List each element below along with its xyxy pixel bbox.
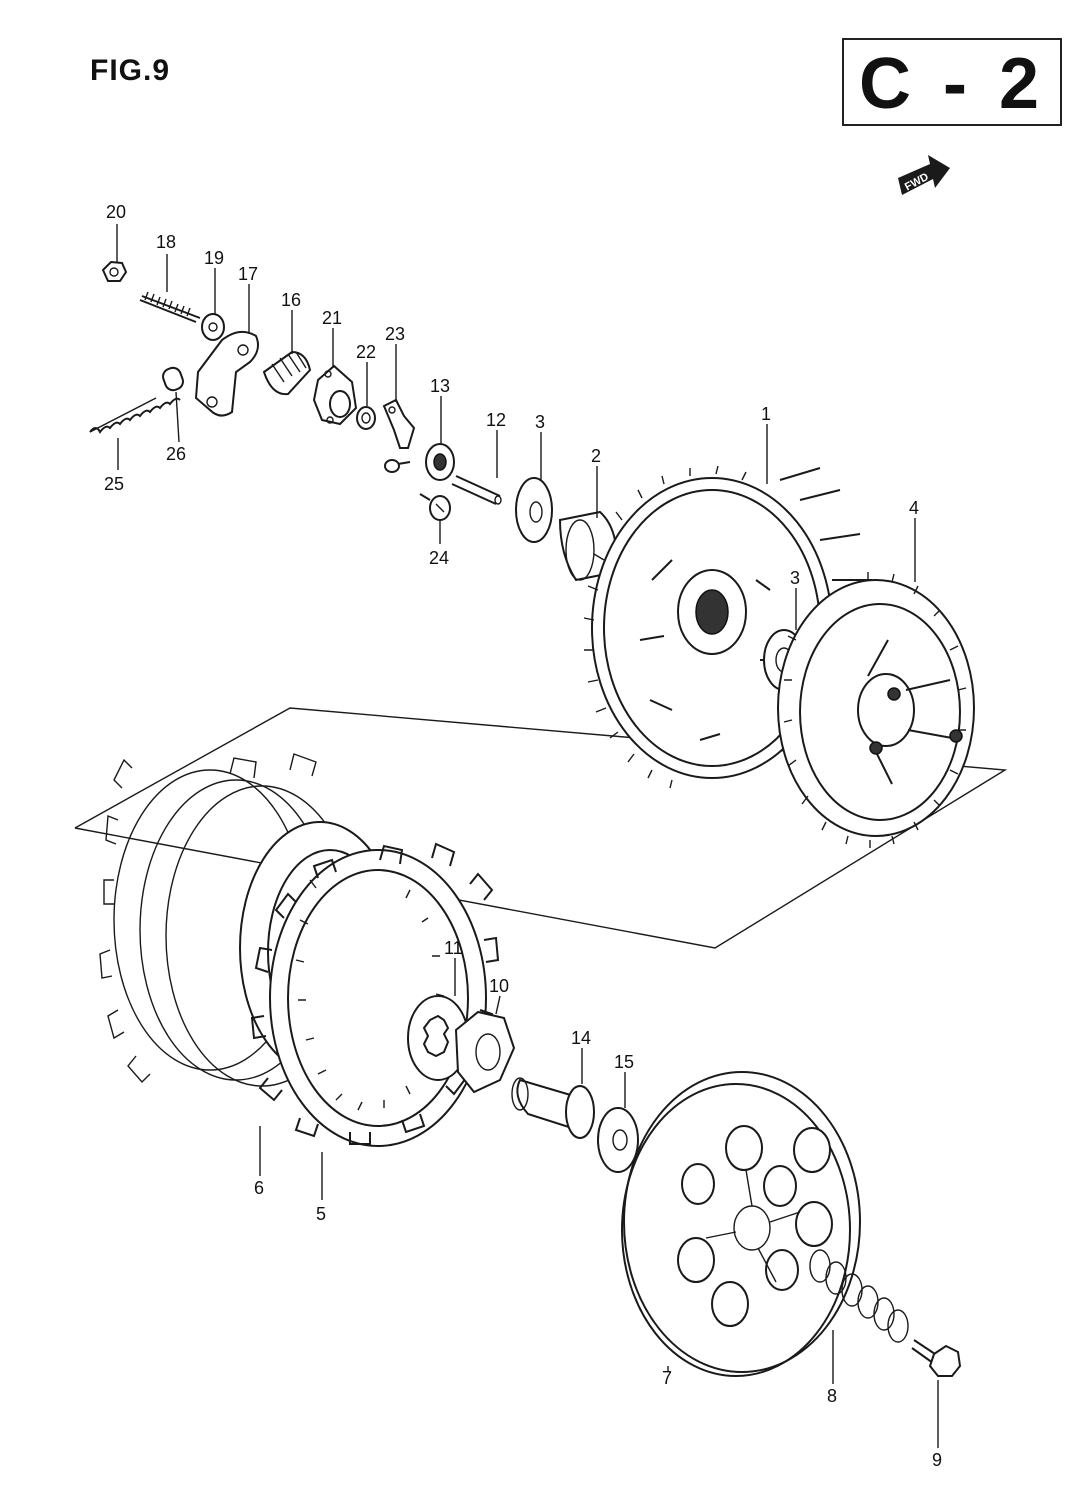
callout-23: 23 [385, 324, 405, 344]
part-12-push-rod [451, 475, 502, 505]
part-16-release-screw [262, 350, 312, 396]
part-13-bearing [425, 443, 455, 481]
part-4-sleeve-hub [777, 572, 975, 848]
callout-1: 1 [761, 404, 771, 424]
callout-13: 13 [430, 376, 450, 396]
callout-5: 5 [316, 1204, 326, 1224]
forward-arrow-icon: FWD [898, 155, 950, 195]
callout-3b: 3 [790, 568, 800, 588]
part-17-release-arm [194, 330, 259, 417]
part-21-bracket [312, 364, 358, 426]
section-code: C - 2 [858, 44, 1046, 124]
part-22-washer [356, 406, 376, 430]
callout-6: 6 [254, 1178, 264, 1198]
part-24-screw [419, 493, 451, 521]
callout-14: 14 [571, 1028, 591, 1048]
callout-22: 22 [356, 342, 376, 362]
callout-2: 2 [591, 446, 601, 466]
part-3-thrust-washer [515, 477, 553, 543]
callout-25: 25 [104, 474, 124, 494]
part-11-lock-washer [407, 995, 469, 1081]
part-15-washer [597, 1107, 639, 1173]
callout-24: 24 [429, 548, 449, 568]
callout-21: 21 [322, 308, 342, 328]
callout-labels: 20 18 19 17 16 21 23 22 13 12 3 2 1 3 4 … [104, 202, 942, 1470]
part-9-bolt [911, 1339, 962, 1377]
section-box: C - 2 [842, 38, 1062, 126]
callout-8: 8 [827, 1386, 837, 1406]
assembly-outline [74, 707, 1008, 949]
callout-16: 16 [281, 290, 301, 310]
callout-4: 4 [909, 498, 919, 518]
callout-12: 12 [486, 410, 506, 430]
part-screw-small [384, 459, 411, 473]
callout-15: 15 [614, 1052, 634, 1072]
part-7-pressure-plate [621, 1071, 861, 1377]
part-19-washer [201, 313, 225, 341]
leader-lines [116, 224, 939, 1448]
callout-9: 9 [932, 1450, 942, 1470]
part-18-screw [139, 291, 201, 323]
part-14-lifter [511, 1077, 595, 1139]
part-20-nut [101, 260, 128, 282]
callout-10: 10 [489, 976, 509, 996]
callout-20: 20 [106, 202, 126, 222]
part-25-spring [89, 397, 181, 434]
part-8-spring [809, 1249, 909, 1343]
part-10-nut [454, 1010, 516, 1094]
part-26-pin [162, 366, 184, 392]
callout-11: 11 [444, 938, 463, 958]
callout-18: 18 [156, 232, 176, 252]
callout-26: 26 [166, 444, 186, 464]
callout-7: 7 [662, 1368, 672, 1388]
callout-19: 19 [204, 248, 224, 268]
callout-3: 3 [535, 412, 545, 432]
callout-17: 17 [238, 264, 258, 284]
figure-title: FIG.9 [90, 54, 171, 87]
part-23-plate [382, 398, 416, 449]
